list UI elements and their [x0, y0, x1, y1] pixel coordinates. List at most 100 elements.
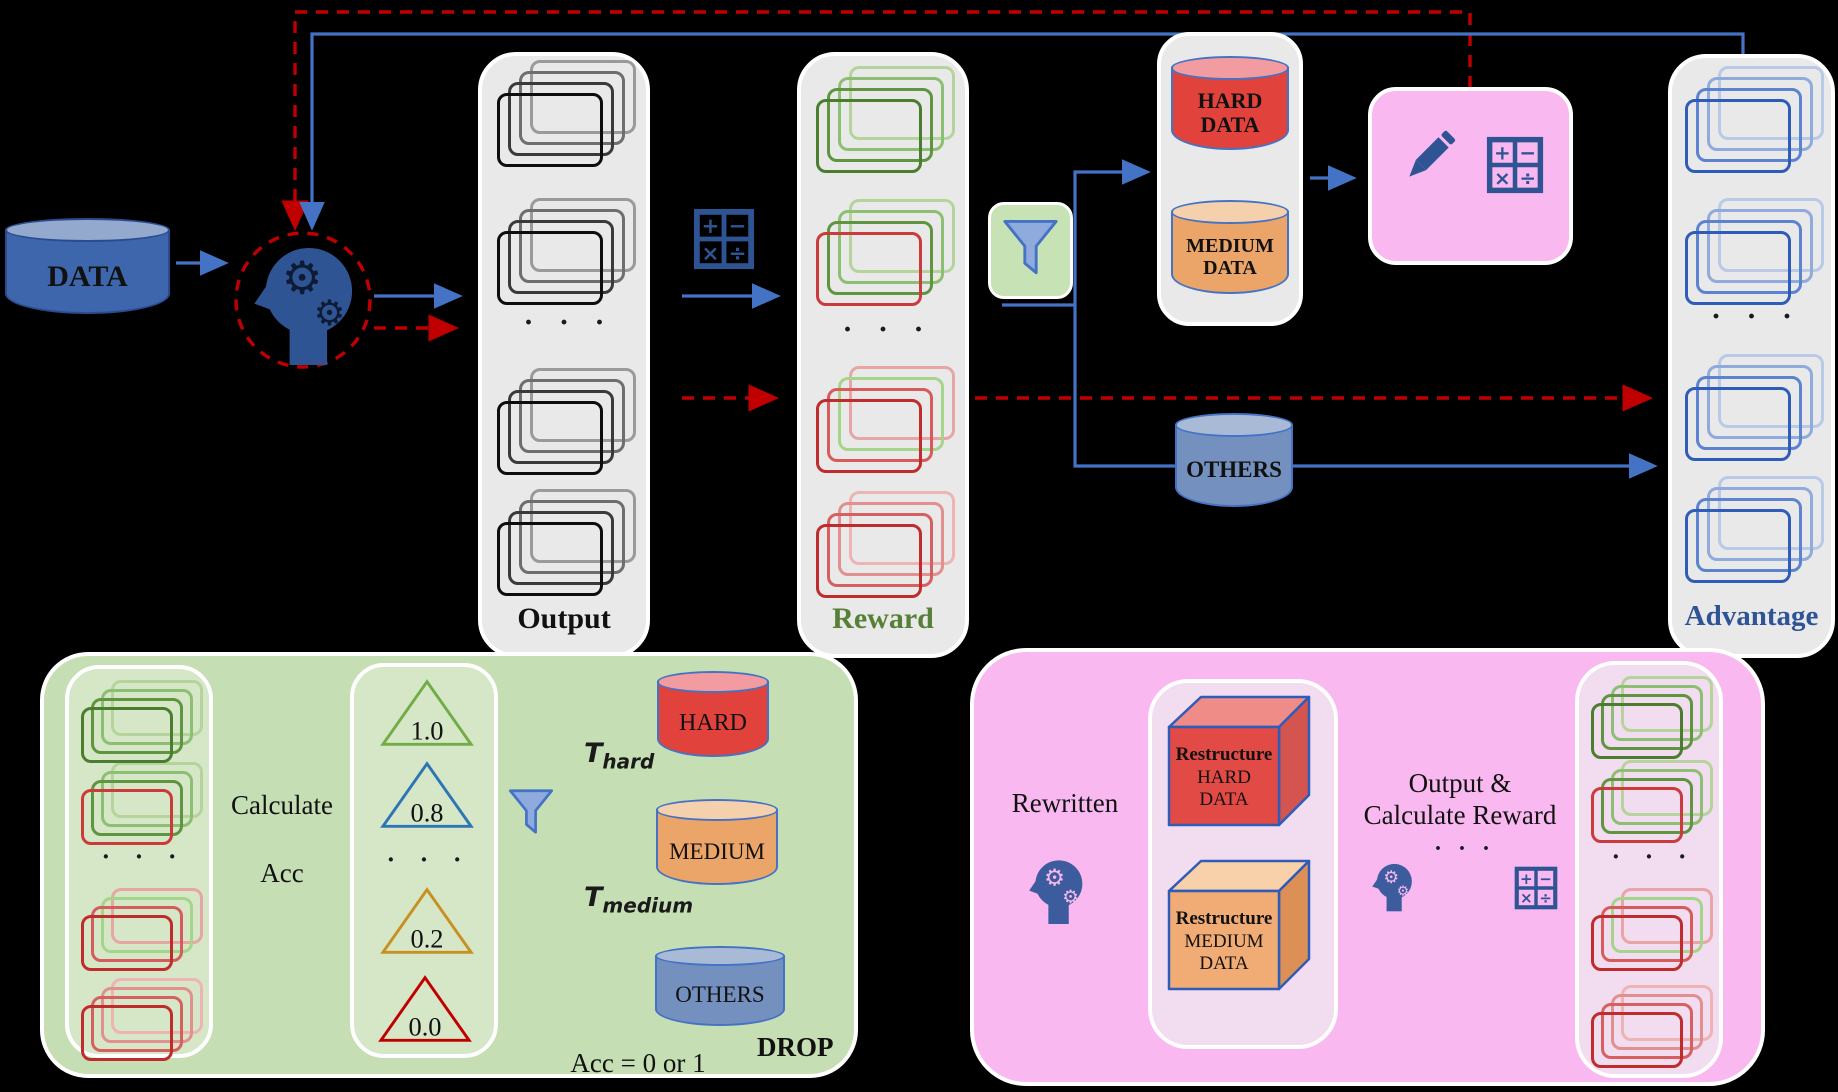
svg-text:−: − — [1539, 870, 1552, 888]
acc-label: Acc — [260, 858, 304, 888]
sample-card — [1718, 476, 1824, 550]
output-ellipsis: · · · — [523, 306, 605, 339]
sample-card — [1601, 906, 1693, 962]
sample-card — [1591, 1012, 1683, 1068]
funnel-icon — [1003, 220, 1058, 275]
medium-bucket-label: MEDIUM — [669, 838, 765, 864]
others-bucket-label: OTHERS — [675, 981, 765, 1007]
sample-card — [827, 388, 933, 462]
advantage-feedback-line — [299, 32, 1745, 231]
output-panel-label: Output — [517, 602, 611, 635]
hard-data-top — [1171, 56, 1289, 80]
sample-card — [519, 500, 625, 574]
t-hard-label: Thard — [584, 738, 655, 774]
sample-card — [1611, 685, 1703, 741]
sample-card — [838, 377, 944, 451]
sample-card — [497, 231, 603, 305]
svg-text:1.0: 1.0 — [410, 715, 443, 745]
sample-card — [1696, 220, 1802, 294]
calculator-icon: +− ×÷ — [1486, 136, 1544, 194]
restructure-medium-cube: Restructure MEDIUM DATA — [1167, 859, 1311, 991]
sample-card — [1611, 994, 1703, 1050]
rewrite-caption-line2: Calculate Reward — [1363, 800, 1557, 830]
gear-icon: ⚙ — [1397, 884, 1409, 900]
funnel-to-others-advantage-line — [1073, 305, 1658, 479]
sample-card — [1685, 231, 1791, 305]
sample-card — [816, 399, 922, 473]
grading-ellipsis: · · · — [101, 842, 177, 871]
score-column — [350, 663, 498, 1058]
sample-card — [827, 221, 933, 295]
sample-card — [101, 987, 193, 1043]
medium-bucket-top — [656, 799, 778, 821]
sample-card — [1591, 915, 1683, 971]
hard-bucket-top — [657, 671, 769, 693]
sample-card — [497, 401, 603, 475]
svg-text:DATA: DATA — [1199, 789, 1248, 810]
sample-card — [497, 93, 603, 167]
sample-card — [1718, 198, 1824, 272]
sample-card — [519, 209, 625, 283]
svg-text:+: + — [702, 214, 720, 239]
others-label: OTHERS — [1186, 457, 1282, 483]
sample-card — [508, 82, 614, 156]
calculator-icon: +− ×÷ — [1514, 866, 1558, 910]
gear-icon: ⚙ — [1383, 868, 1399, 888]
sample-card — [508, 390, 614, 464]
score-ellipsis: · · · — [386, 845, 462, 874]
sample-card — [81, 707, 173, 763]
sample-card — [1685, 99, 1791, 173]
reward-panel-label: Reward — [832, 602, 934, 635]
sample-card — [816, 232, 922, 306]
data-store-top — [5, 218, 170, 242]
svg-text:Restructure: Restructure — [1176, 908, 1273, 929]
sample-card — [530, 60, 636, 134]
reward-panel — [797, 52, 969, 658]
gear-icon: ⚙ — [1062, 887, 1079, 908]
funnel-icon — [508, 789, 554, 834]
svg-text:÷: ÷ — [729, 241, 747, 266]
model-dashed-circle — [234, 231, 372, 369]
sample-card — [91, 780, 183, 836]
sample-card — [838, 502, 944, 576]
svg-text:+: + — [1520, 870, 1533, 888]
others-bucket: OTHERS — [655, 946, 785, 1026]
sample-card — [1591, 703, 1683, 759]
data-store-label: DATA — [47, 259, 128, 293]
others-bucket-body — [655, 955, 785, 1026]
medium-bucket-body — [656, 809, 778, 885]
sample-card — [530, 198, 636, 272]
sample-card — [849, 491, 955, 565]
svg-text:Restructure: Restructure — [1176, 744, 1273, 765]
sample-card — [508, 511, 614, 585]
sample-card — [838, 210, 944, 284]
svg-text:HARD: HARD — [1197, 767, 1251, 788]
hard-bucket-label: HARD — [678, 710, 747, 737]
pencil-icon — [1409, 130, 1456, 177]
sample-card — [1685, 509, 1791, 583]
rewrite-model-icon: ⚙ ⚙ — [1029, 860, 1083, 924]
sample-card — [1707, 365, 1813, 439]
sample-card — [1685, 387, 1791, 461]
svg-text:÷: ÷ — [1519, 167, 1536, 190]
sample-card — [1696, 88, 1802, 162]
others-body — [1175, 424, 1293, 507]
rewritten-label: Rewritten — [1011, 788, 1119, 818]
sample-card — [1718, 354, 1824, 428]
svg-text:0.0: 0.0 — [408, 1011, 441, 1041]
svg-text:×: × — [1494, 167, 1511, 190]
sample-card — [849, 366, 955, 440]
svg-text:−: − — [729, 214, 747, 239]
sample-card — [519, 71, 625, 145]
sample-card — [1611, 769, 1703, 825]
sample-card — [1601, 778, 1693, 834]
others-top — [1175, 413, 1293, 437]
hard-data-body — [1171, 67, 1289, 150]
sample-card — [849, 199, 955, 273]
sample-card — [1611, 897, 1703, 953]
hard-bucket: HARD — [657, 671, 769, 757]
calculator-icon: +− ×÷ — [693, 208, 755, 270]
rewrite-ellipsis: · · · — [1611, 842, 1687, 871]
